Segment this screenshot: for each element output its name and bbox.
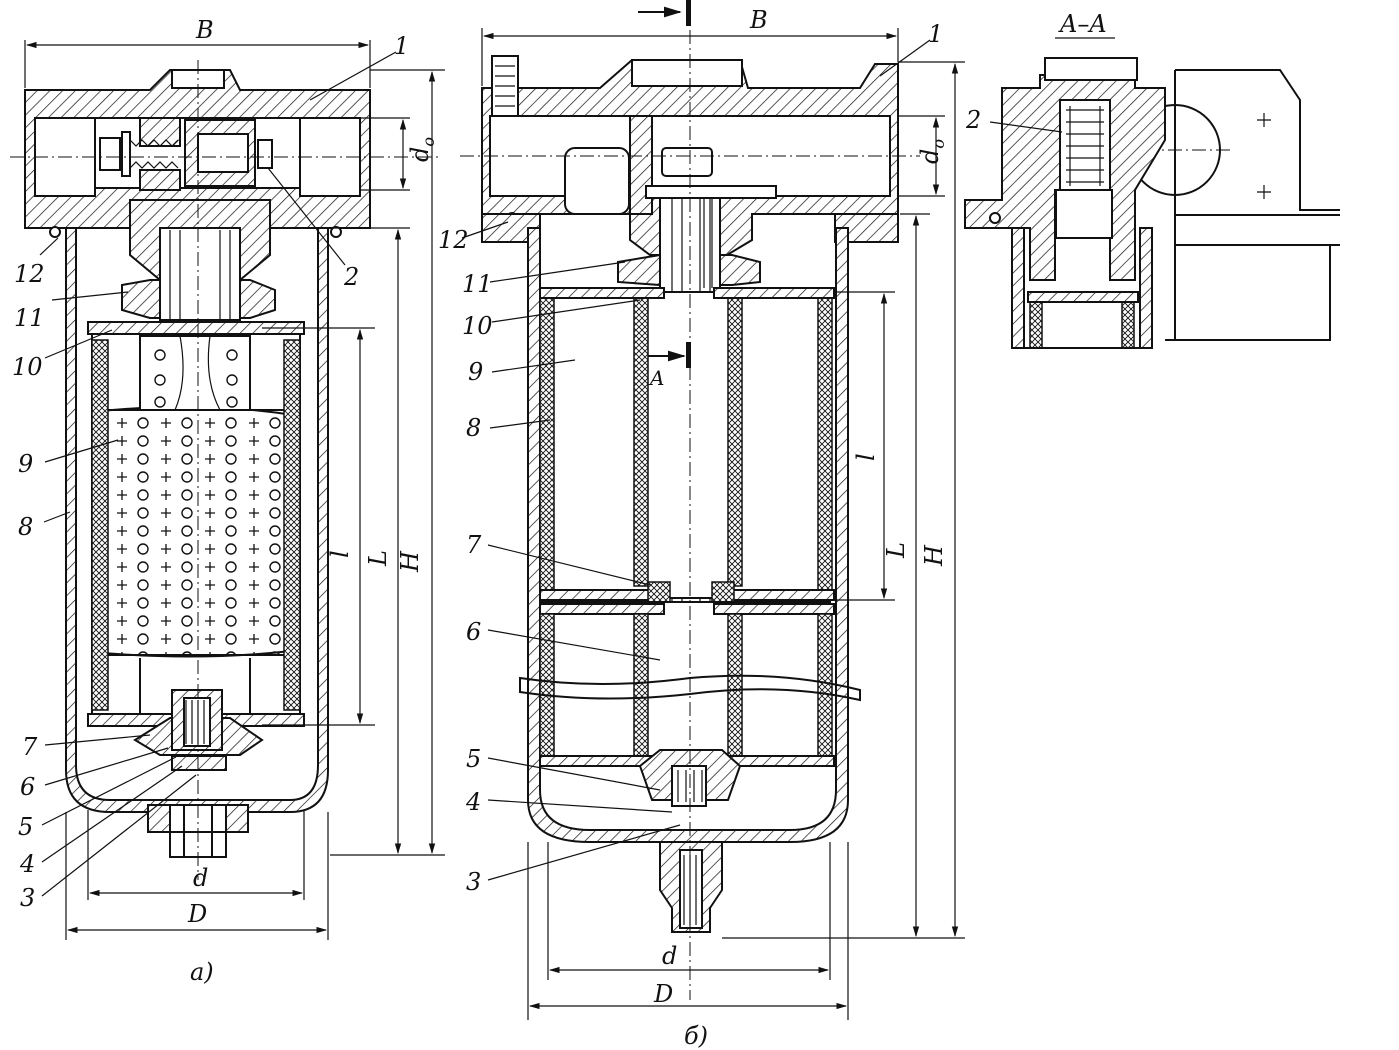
fig-a-gasket-right <box>330 226 342 238</box>
fig-b-dim-B: B <box>749 6 768 34</box>
fig-b-dimensions <box>481 28 965 1020</box>
fig-b-callout-3: 3 <box>466 868 481 896</box>
fig-b-lower-wall-4 <box>817 613 833 761</box>
section-leader-2 <box>989 121 1063 133</box>
fig-b-dim-D: D <box>653 980 673 1008</box>
fig-b-lower-cap-l <box>539 603 665 615</box>
fig-a-cartridge-wall-right <box>283 339 301 711</box>
section-title: A–A <box>1058 10 1107 38</box>
figure-b: A B do H L l d D б) <box>438 0 965 1050</box>
section-center-marks <box>1257 113 1271 199</box>
fig-b-dim-d: d <box>662 942 677 970</box>
fig-a-callout-7: 7 <box>22 733 38 761</box>
section-callout-2: 2 <box>965 106 981 134</box>
fig-a-callout-6: 6 <box>20 773 35 801</box>
section-outline <box>1165 69 1340 341</box>
fig-b-section-mark-A <box>686 342 691 368</box>
fig-a-center-bore <box>159 227 241 321</box>
fig-b-callout-7: 7 <box>466 531 482 559</box>
fig-a-leaders <box>39 51 397 897</box>
fig-b-lower-wall-1 <box>539 613 555 761</box>
fig-a-bypass-valve <box>99 117 273 191</box>
fig-b-lower-wall-2 <box>633 613 649 761</box>
section-edge-lines <box>1175 214 1340 246</box>
section-bowl-left <box>1011 227 1025 349</box>
section-bowl-right <box>1139 227 1153 349</box>
fig-b-section-letter: A <box>648 366 664 390</box>
fig-b-upper-wall-2 <box>633 295 649 587</box>
fig-b-break-line <box>519 674 861 702</box>
fig-a-dim-D: D <box>187 900 207 928</box>
fig-a-callout-9: 9 <box>18 450 33 478</box>
fig-b-lower-cap-r <box>713 603 835 615</box>
fig-b-upper-wall-4 <box>817 295 833 593</box>
section-valve-bore <box>1059 99 1111 191</box>
section-element-left <box>1029 299 1043 349</box>
section-a-a: A–A 2 <box>964 10 1340 349</box>
fig-b-inlet-pocket <box>564 147 630 215</box>
fig-a-callout-11: 11 <box>14 304 45 332</box>
fig-a-callout-5: 5 <box>18 813 33 841</box>
fig-b-drain-bore <box>679 849 703 929</box>
fig-b-divider-wall <box>629 115 653 215</box>
fig-b-upper-wall-3 <box>727 295 743 587</box>
fig-a-callout-2: 2 <box>343 263 359 291</box>
fig-a-callout-3: 3 <box>20 884 35 912</box>
fig-a-dim-d0: do <box>406 137 438 162</box>
section-element-right <box>1121 299 1135 349</box>
fig-b-upper-cap-r <box>713 287 835 299</box>
fig-a-dim-l: l <box>326 550 354 558</box>
section-plug <box>1044 57 1138 81</box>
fig-b-dim-H: H <box>920 544 948 567</box>
fig-a-bottom-washer <box>171 755 227 771</box>
fig-b-mid-cap-l <box>539 589 665 601</box>
fig-a-perforation <box>154 349 238 408</box>
fig-a-callout-4: 4 <box>19 850 35 878</box>
fig-b-dim-L: L <box>882 542 910 559</box>
fig-a-bowl <box>65 227 329 813</box>
fig-b-section-mark-top <box>686 0 691 26</box>
fig-b-callout-12: 12 <box>438 226 469 254</box>
fig-b-callout-11: 11 <box>462 270 493 298</box>
fig-b-dim-d0: do <box>916 139 948 164</box>
fig-b-leaders <box>461 39 931 881</box>
fig-a-callout-8: 8 <box>18 513 33 541</box>
section-passage <box>1055 189 1113 239</box>
fig-a-dim-H: H <box>396 550 424 573</box>
fig-b-dim-l: l <box>852 453 880 461</box>
fig-a-dim-B: B <box>195 16 214 44</box>
fig-a-callout-10: 10 <box>12 353 43 381</box>
fig-b-callout-10: 10 <box>462 312 493 340</box>
fig-b-lower-wall-3 <box>727 613 743 761</box>
fig-b-upper-cap-l <box>539 287 665 299</box>
section-spring <box>1066 109 1104 183</box>
fig-b-upper-wall-1 <box>539 295 555 593</box>
fig-a-gasket-left <box>49 226 61 238</box>
fig-b-plate <box>645 185 777 199</box>
fig-a-dim-L: L <box>364 550 392 567</box>
fig-b-valve-bore <box>671 765 707 807</box>
fig-a-dimensions <box>24 40 445 940</box>
fig-a-dim-d: d <box>193 864 208 892</box>
fig-b-callout-1: 1 <box>928 20 943 48</box>
fig-a-caption: а) <box>190 958 214 986</box>
fig-b-callout-8: 8 <box>466 414 481 442</box>
figure-a: B H L l do d D а) 1 2 12 11 10 9 8 7 <box>10 16 445 986</box>
fig-a-cartridge-media <box>91 409 301 656</box>
section-element-cap <box>1027 291 1139 303</box>
fig-b-top-cap <box>631 59 743 87</box>
fig-b-upper-element <box>539 291 831 599</box>
fig-b-callout-9: 9 <box>468 358 483 386</box>
fig-b-callout-6: 6 <box>466 618 481 646</box>
fig-b-bypass-window <box>661 147 713 177</box>
fig-b-callout-4: 4 <box>465 788 481 816</box>
fig-a-callout-1: 1 <box>394 32 409 60</box>
fig-b-caption: б) <box>684 1022 708 1050</box>
fig-b-bowl <box>527 227 849 843</box>
fig-a-callout-12: 12 <box>14 260 45 288</box>
section-gasket <box>989 212 1001 224</box>
fig-a-cartridge-wall-left <box>91 339 109 711</box>
fig-b-callout-5: 5 <box>466 745 481 773</box>
